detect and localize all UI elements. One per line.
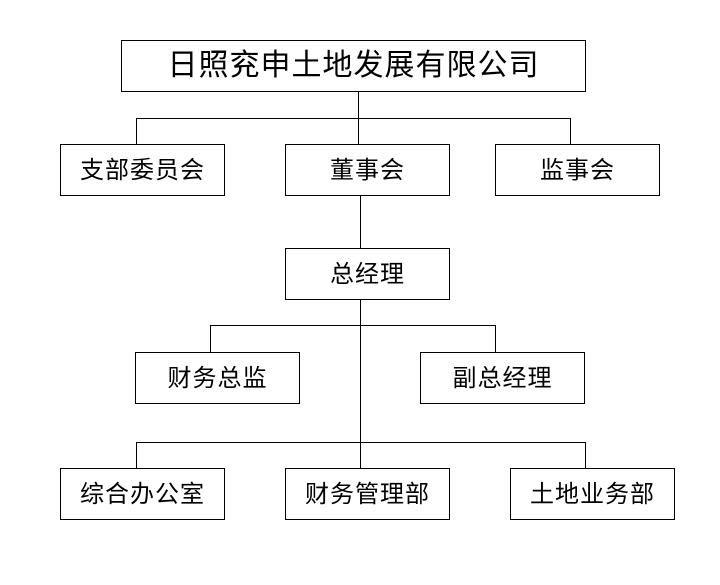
connector-departments-bar (136, 442, 586, 443)
node-land-business-dept: 土地业务部 (510, 468, 675, 520)
node-board-label: 董事会 (330, 156, 405, 184)
connector-level1-bar (136, 118, 571, 119)
connector-to-supervisory (570, 118, 571, 144)
node-branch-committee: 支部委员会 (60, 144, 225, 196)
node-supervisory-board-label: 监事会 (540, 156, 615, 184)
node-company: 日照兖申土地发展有限公司 (121, 40, 586, 92)
connector-root-down (358, 92, 359, 118)
node-branch-committee-label: 支部委员会 (80, 156, 205, 184)
connector-to-board (358, 118, 359, 144)
node-deputy-gm: 副总经理 (420, 352, 585, 404)
connector-board-to-gm (360, 196, 361, 248)
node-deputy-gm-label: 副总经理 (452, 364, 553, 392)
node-general-office-label: 综合办公室 (80, 480, 205, 508)
connector-gm-trunk (360, 300, 361, 442)
connector-to-finance-director (210, 325, 211, 352)
node-general-manager: 总经理 (285, 248, 450, 300)
node-supervisory-board: 监事会 (495, 144, 660, 196)
connector-level3-bar (210, 325, 496, 326)
node-board: 董事会 (285, 144, 450, 196)
node-land-business-dept-label: 土地业务部 (530, 480, 655, 508)
connector-to-land-dept (585, 442, 586, 468)
connector-to-general-office (136, 442, 137, 468)
node-general-office: 综合办公室 (60, 468, 225, 520)
node-finance-dept: 财务管理部 (285, 468, 450, 520)
node-finance-dept-label: 财务管理部 (305, 480, 430, 508)
connector-to-deputy-gm (495, 325, 496, 352)
node-finance-director-label: 财务总监 (167, 364, 268, 392)
connector-to-finance-dept (360, 442, 361, 468)
connector-to-branch (136, 118, 137, 144)
node-finance-director: 财务总监 (135, 352, 300, 404)
node-general-manager-label: 总经理 (330, 260, 405, 288)
node-company-label: 日照兖申土地发展有限公司 (167, 48, 540, 83)
